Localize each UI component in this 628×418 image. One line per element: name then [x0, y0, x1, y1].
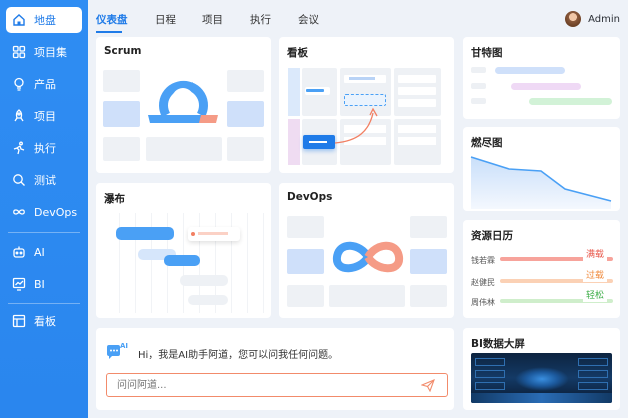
waterfall-card[interactable]: 瀑布	[96, 183, 271, 318]
status-badge: 满载	[583, 246, 608, 261]
tab-meeting[interactable]: 会议	[298, 14, 319, 26]
gantt-card[interactable]: 甘特图	[463, 37, 620, 119]
chart-icon	[12, 277, 26, 291]
home-icon	[12, 13, 26, 27]
ai-question-box[interactable]	[106, 373, 448, 397]
send-icon[interactable]	[421, 379, 435, 392]
sidebar-divider	[8, 303, 80, 304]
rocket-icon	[12, 109, 26, 123]
bulb-icon	[12, 77, 26, 91]
sidebar-item-ai[interactable]: AI	[6, 239, 82, 265]
sidebar-item-label: AI	[34, 245, 45, 259]
resource-name: 赵健民	[471, 278, 495, 287]
sidebar-item-product[interactable]: 产品	[6, 71, 82, 97]
sidebar-item-label: 执行	[34, 142, 56, 155]
ai-assistant-card: AI Hi，我是AI助手阿道，您可以问我任何问题。	[96, 328, 454, 410]
sidebar-item-label: 看板	[34, 315, 56, 328]
scrum-cycle-icon	[148, 80, 218, 123]
sidebar-item-label: 项目	[34, 110, 56, 123]
sidebar-item-label: 地盘	[34, 14, 56, 27]
sidebar-item-label: BI	[34, 277, 45, 291]
user-name: Admin	[588, 13, 620, 25]
card-title: 瀑布	[104, 193, 125, 205]
card-title: Scrum	[104, 45, 142, 57]
devops-infinity-icon	[333, 241, 403, 273]
robot-icon	[12, 245, 26, 259]
sidebar-item-program[interactable]: 项目集	[6, 39, 82, 65]
sidebar: 地盘 项目集 产品 项目 执行 测试 DevOps AI BI 看板	[0, 0, 88, 418]
bi-screen-card[interactable]: BI数据大屏	[463, 328, 620, 410]
sidebar-divider	[8, 232, 80, 233]
resource-name: 周伟林	[471, 298, 495, 307]
card-title: 燃尽图	[471, 137, 503, 149]
ai-question-input[interactable]	[107, 374, 417, 396]
tab-schedule[interactable]: 日程	[155, 14, 176, 26]
devops-card[interactable]: DevOps	[279, 183, 454, 318]
sidebar-item-test[interactable]: 测试	[6, 167, 82, 193]
user-menu[interactable]: Admin	[565, 11, 620, 27]
sidebar-item-devops[interactable]: DevOps	[6, 199, 82, 225]
status-badge: 轻松	[583, 287, 608, 302]
bi-dashboard-thumbnail	[471, 353, 612, 403]
infinity-icon	[12, 205, 26, 219]
drag-arrow-icon	[334, 107, 378, 144]
card-title: 看板	[287, 47, 308, 59]
top-nav: 仪表盘 日程 项目 执行 会议 Admin	[88, 0, 628, 36]
sidebar-item-dashboard[interactable]: 地盘	[6, 7, 82, 33]
tab-execution[interactable]: 执行	[250, 14, 271, 26]
run-icon	[12, 141, 26, 155]
card-title: 甘特图	[471, 47, 503, 59]
board-icon	[12, 314, 26, 328]
burndown-card[interactable]: 燃尽图	[463, 127, 620, 211]
sidebar-item-label: 测试	[34, 174, 56, 187]
resource-calendar-card[interactable]: 资源日历 钱若霖 满载 赵健民 过载 周伟林 轻松	[463, 220, 620, 318]
sidebar-item-label: 项目集	[34, 46, 67, 59]
scrum-card[interactable]: Scrum	[96, 37, 271, 173]
sidebar-item-label: 产品	[34, 78, 56, 91]
sidebar-item-board[interactable]: 看板	[6, 308, 82, 334]
sidebar-item-project[interactable]: 项目	[6, 103, 82, 129]
card-title: DevOps	[287, 191, 333, 203]
kanban-card[interactable]: 看板	[279, 37, 454, 173]
avatar	[565, 11, 582, 27]
card-title: 资源日历	[471, 230, 513, 242]
tab-dashboard[interactable]: 仪表盘	[96, 14, 128, 26]
tab-project[interactable]: 项目	[202, 14, 223, 26]
sidebar-item-label: DevOps	[34, 205, 78, 219]
status-badge: 过载	[583, 267, 608, 282]
ai-icon-label: AI	[120, 342, 129, 350]
sidebar-item-bi[interactable]: BI	[6, 271, 82, 297]
burndown-chart	[470, 156, 612, 209]
ai-chat-icon	[107, 345, 120, 359]
card-title: BI数据大屏	[471, 338, 525, 350]
ai-greeting: Hi，我是AI助手阿道，您可以问我任何问题。	[138, 350, 339, 361]
search-icon	[12, 173, 26, 187]
sidebar-item-execution[interactable]: 执行	[6, 135, 82, 161]
active-tab-indicator	[96, 31, 122, 33]
grid-icon	[12, 45, 26, 59]
resource-name: 钱若霖	[471, 256, 495, 265]
